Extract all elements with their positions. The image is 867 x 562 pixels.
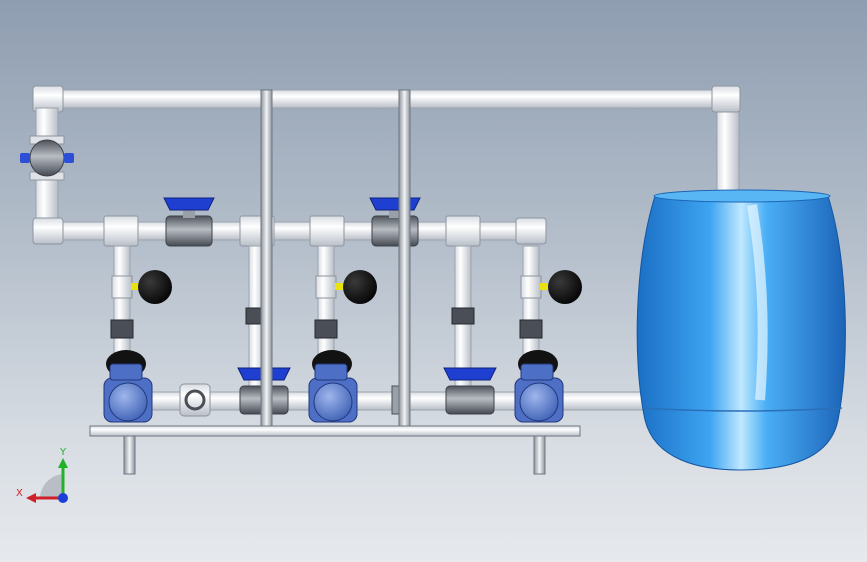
tee-fitting [309,215,345,247]
discharge-manifold-pipe [32,215,547,247]
pressure-gauge [540,270,582,304]
valve-handle[interactable] [369,197,421,211]
y-axis-label: Y [59,447,67,458]
check-valve-handle-left [20,153,30,163]
tee-fitting [103,215,139,247]
base-leg [533,435,546,475]
centrifugal-pump [103,350,153,423]
check-valve-handle-right [64,153,74,163]
valve-handle[interactable] [163,197,215,211]
pressure-gauge [335,270,377,304]
check-valve-suction [179,383,211,417]
ball-valve[interactable] [369,197,421,247]
ball-valve[interactable] [443,367,497,415]
top-return-pipe [32,85,741,197]
centrifugal-pump [308,350,358,423]
left-riser-pipe [20,107,74,229]
triad-plane [40,474,63,498]
base-leg [123,435,136,475]
z-axis-dot [58,493,68,503]
ball-valve[interactable] [163,197,215,247]
x-axis-label: X [16,488,23,499]
valve-handle[interactable] [443,367,497,381]
check-valve [29,139,65,177]
elbow-top-right [711,85,741,113]
water-tank [636,189,846,471]
pump-discharge-risers [110,245,543,387]
suction-pipe [129,383,651,417]
support-frame [89,89,581,475]
elbow-mid-right [515,217,547,245]
elbow-mid-left [32,217,64,245]
tee-fitting [445,215,481,247]
base-rail [89,425,581,437]
pressure-gauge [131,270,172,304]
centrifugal-pump [514,350,564,423]
axis-triad: Y X [16,447,68,503]
